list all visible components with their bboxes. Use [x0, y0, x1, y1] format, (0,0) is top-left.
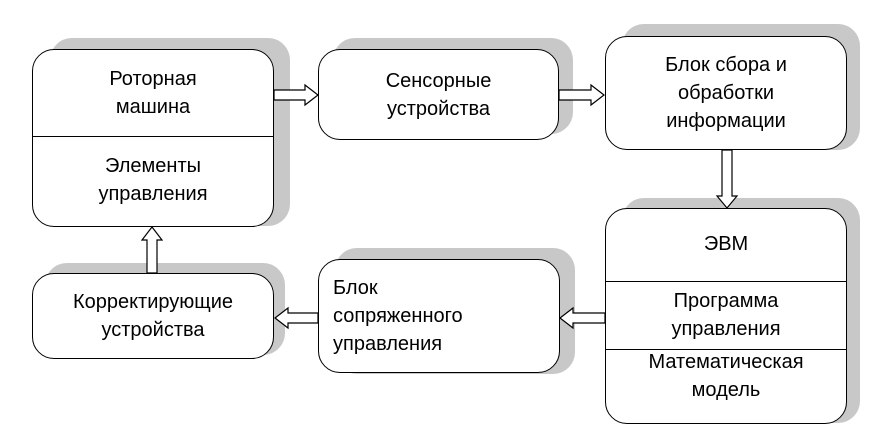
- computer-divider-1: [606, 281, 846, 282]
- data-unit-label: Блок сбора и обработки информации: [665, 54, 787, 132]
- computer-divider-2: [606, 349, 846, 350]
- arrow-computer-to-coupled-control: [559, 306, 606, 330]
- coupled-control-block: Блок сопряженного управления: [318, 259, 560, 373]
- arrow-coupled-control-to-correctors: [274, 306, 319, 330]
- data-unit-block: Блок сбора и обработки информации: [605, 36, 847, 150]
- rotary-machine-block: Роторная машина Элементы управления: [32, 49, 274, 227]
- sensors-block: Сенсорные устройства: [318, 49, 559, 140]
- coupled-control-label: Блок сопряженного управления: [333, 277, 463, 355]
- rotary-machine-title: Роторная машина: [109, 68, 197, 118]
- arrow-rotary-to-sensors: [273, 83, 319, 107]
- computer-block: ЭВМ Программа управления Математическая …: [605, 208, 847, 424]
- arrow-correctors-to-rotary: [140, 226, 164, 274]
- sensors-label: Сенсорные устройства: [385, 69, 492, 120]
- correctors-label: Корректирующие устройства: [72, 291, 234, 341]
- control-program-label: Программа управления: [671, 290, 781, 340]
- control-elements-label: Элементы управления: [98, 155, 208, 205]
- computer-title: ЭВМ: [703, 233, 749, 255]
- correctors-block: Корректирующие устройства: [32, 273, 274, 359]
- arrow-data-unit-to-computer: [715, 149, 739, 209]
- rotary-machine-divider: [33, 136, 273, 137]
- math-model-label: Математическая модель: [648, 351, 804, 401]
- arrow-sensors-to-data-unit: [558, 83, 605, 107]
